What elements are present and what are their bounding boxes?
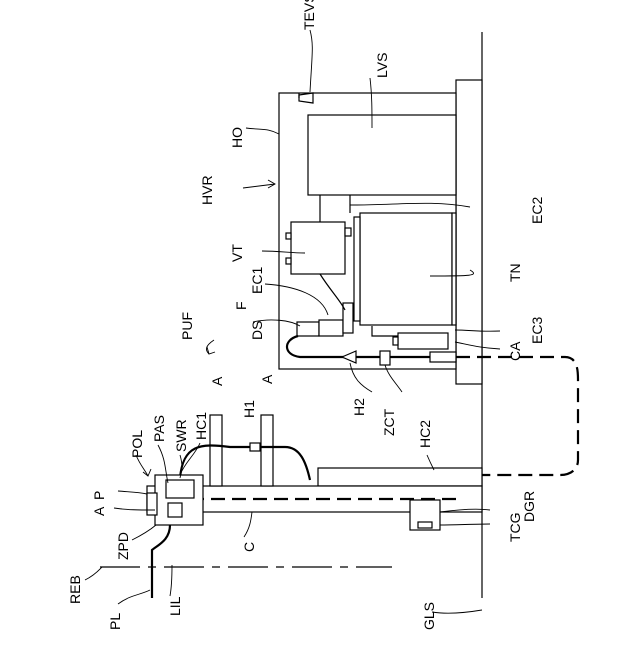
label-ds: DS — [249, 321, 265, 340]
pas-unit — [166, 480, 194, 498]
label-c: C — [241, 542, 257, 552]
label-h1: H1 — [241, 400, 257, 418]
label-gls: GLS — [421, 602, 437, 630]
label-hvr: HVR — [199, 175, 215, 205]
support-a1 — [210, 415, 222, 486]
leader-zpd — [132, 525, 156, 540]
zct-sensor — [380, 351, 390, 365]
label-a-top1: A — [209, 376, 225, 386]
label-lil: LIL — [167, 596, 183, 616]
leader-puf — [206, 340, 214, 354]
leader-p — [118, 491, 147, 494]
leader-c — [244, 512, 252, 537]
label-swr: SWR — [173, 419, 189, 452]
lil-cable — [152, 525, 170, 598]
vt-term3 — [345, 228, 351, 236]
leader-ho — [246, 128, 279, 134]
tn-flange — [354, 217, 360, 321]
f-device — [319, 320, 343, 336]
fuse-block — [343, 303, 353, 333]
lvs-box — [308, 115, 456, 195]
label-vt: VT — [229, 244, 245, 262]
ds-device — [297, 322, 319, 336]
vt-box — [291, 222, 345, 274]
hc2-channel — [318, 468, 482, 486]
label-dgr: DGR — [521, 491, 537, 522]
label-ho: HO — [229, 127, 245, 148]
tn-side — [452, 213, 456, 325]
label-p: P — [91, 491, 107, 500]
ca-end — [393, 337, 398, 345]
leader-lil — [170, 565, 172, 596]
label-tn: TN — [507, 263, 523, 282]
label-tcg: TCG — [507, 512, 523, 542]
label-tevs: TEVS — [301, 0, 317, 30]
ca-component — [398, 333, 448, 349]
label-puf: PUF — [179, 312, 195, 340]
label-a-left: A — [91, 506, 107, 516]
label-zpd: ZPD — [115, 532, 131, 560]
vt-term2 — [286, 258, 291, 264]
cable-gland — [430, 352, 456, 362]
label-h2: H2 — [351, 398, 367, 416]
label-pol: POL — [129, 430, 145, 458]
p-plate — [147, 493, 157, 515]
label-pas: PAS — [151, 415, 167, 442]
label-ec3: EC3 — [529, 317, 545, 344]
vt-term1 — [286, 233, 291, 239]
leader-tevs — [310, 30, 312, 92]
tn-tank — [360, 213, 452, 325]
label-a-top2: A — [259, 374, 275, 384]
leader-gls — [432, 610, 482, 613]
label-ec2: EC2 — [529, 197, 545, 224]
label-reb: REB — [67, 575, 83, 604]
base-plate — [456, 80, 482, 384]
label-hc2: HC2 — [417, 420, 433, 448]
support-a2 — [261, 415, 273, 486]
dgr-terminal — [418, 522, 432, 528]
label-ec1: EC1 — [249, 267, 265, 294]
leader-reb — [85, 567, 102, 580]
label-ca: CA — [507, 341, 523, 361]
leader-pl — [118, 590, 150, 604]
label-lvs: LVS — [374, 53, 390, 78]
label-pl: PL — [107, 613, 123, 630]
leader-hvr — [243, 184, 275, 188]
swr-unit — [168, 503, 182, 517]
h1-clamp — [250, 443, 260, 451]
label-hc1: HC1 — [193, 412, 209, 440]
label-f: F — [233, 301, 249, 310]
label-zct: ZCT — [381, 408, 397, 436]
